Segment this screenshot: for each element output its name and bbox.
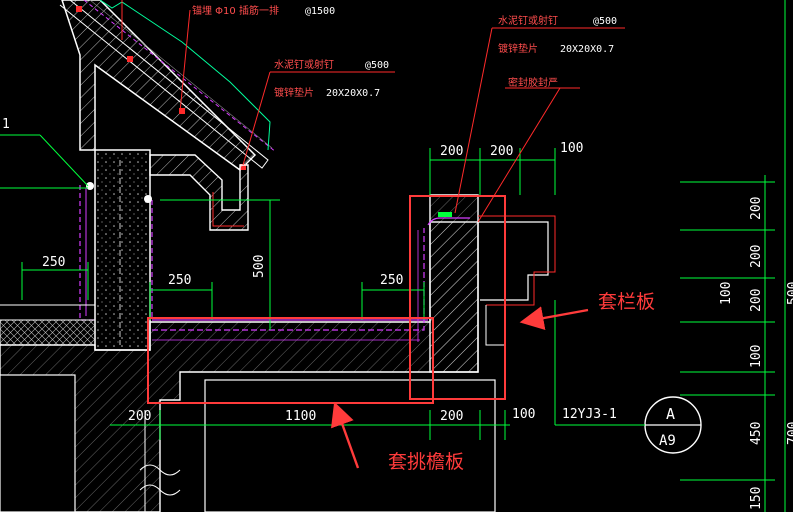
dim-mid-250a: 250 [168,273,191,288]
dim-bot-100: 100 [512,407,535,422]
note-right-pad-size: 20X20X0.7 [560,44,614,55]
note-right-nail-spacing: @500 [593,16,617,27]
note-top-rebar-spacing: @1500 [305,6,335,17]
insulation-block [0,319,96,346]
seal-dot [144,195,152,203]
note-sealant: 密封胶封严 [508,76,558,89]
note-right-nail: 水泥钉或射钉 [498,14,558,27]
ref-code: 12YJ3-1 [562,407,617,422]
note-left-pad: 镀锌垫片 [274,86,314,99]
anchor-marker [179,108,185,114]
leader-lines [121,0,625,223]
dim-rv-200c: 200 [749,289,764,312]
railing-highlight-box [409,195,506,400]
dim-far-700: 700 [786,422,793,445]
note-right-pad: 镀锌垫片 [498,42,538,55]
dim-vert-500: 500 [252,255,267,278]
seal-dot [86,182,94,190]
sloped-roof [59,0,277,231]
detail-reference-bubble [640,396,702,454]
eave-label: 套挑檐板 [388,451,464,473]
ref-letter: A [666,405,675,423]
note-left-nail: 水泥钉或射钉 [274,58,334,71]
railing-label: 套栏板 [598,291,655,313]
dim-far-500: 500 [786,282,793,305]
dim-bot-1100: 1100 [285,409,316,424]
dim-rv-200a: 200 [749,197,764,220]
left-wall [79,149,153,351]
note-left-pad-size: 20X20X0.7 [326,88,380,99]
note-top-rebar: 锚埋 Φ10 插筋一排 [192,4,279,17]
dim-rv-200b: 200 [749,245,764,268]
dim-rv-100a: 100 [719,282,734,305]
dim-mid-250b: 250 [380,273,403,288]
anchor-marker [127,56,133,62]
pad-marker [438,212,452,217]
eave-highlight-box [147,317,434,404]
gutter-slab [0,194,479,512]
dim-bot-200b: 200 [440,409,463,424]
dim-left-250: 250 [42,255,65,270]
dim-top-100: 100 [560,141,583,156]
lower-structure [0,374,496,512]
dim-top-200a: 200 [440,144,463,159]
note-left-nail-spacing: @500 [365,60,389,71]
anchor-marker [76,6,82,12]
dim-rv-450: 450 [749,422,764,445]
dim-bot-200a: 200 [128,409,151,424]
ref-sheet: A9 [659,433,676,449]
dim-rv-100b: 100 [749,345,764,368]
dim-left-1: 1 [2,117,10,132]
railing-arrow [519,306,589,330]
dim-rv-150: 150 [749,487,764,510]
dim-top-200b: 200 [490,144,513,159]
cap-flashing-red [478,215,556,306]
cap-flashing [478,221,549,301]
eave-arrow [331,401,360,469]
